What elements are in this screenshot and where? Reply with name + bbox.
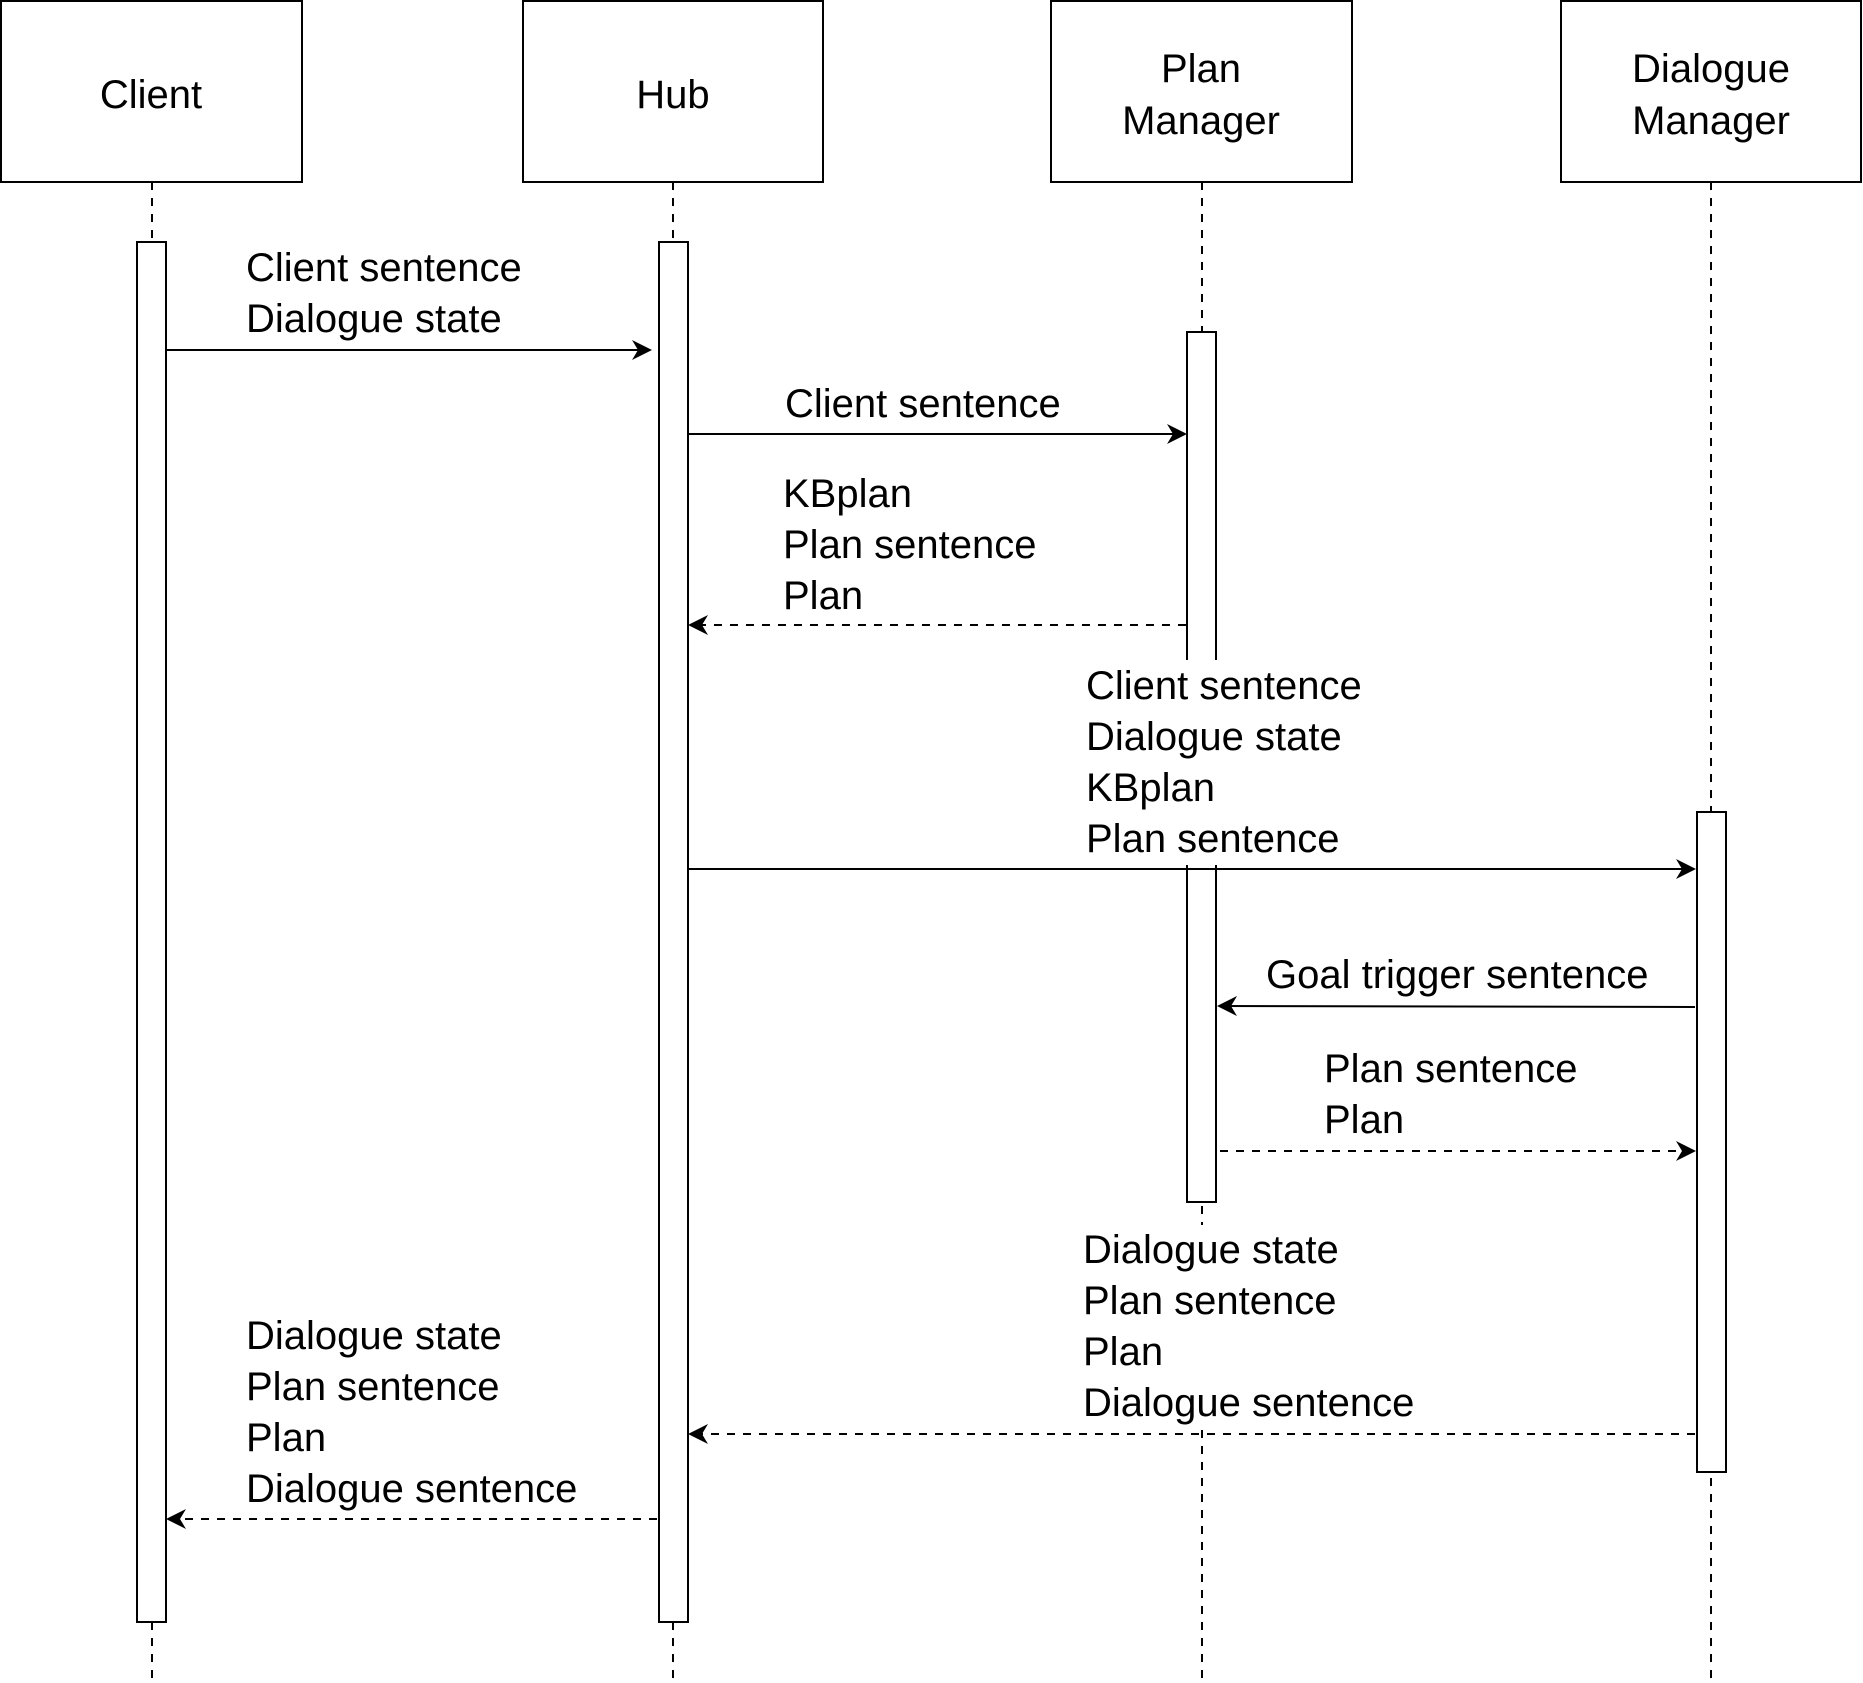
participant-plan-manager: Plan Manager bbox=[1050, 0, 1353, 183]
activations bbox=[136, 241, 1727, 1623]
message-label: Plan bbox=[1083, 1330, 1163, 1374]
participant-dialogue-manager-label-line2: Manager bbox=[1632, 99, 1790, 143]
activation-dialogue-manager bbox=[1696, 811, 1727, 1473]
message-label: Client sentence bbox=[785, 382, 1061, 426]
message-label: KBplan bbox=[1086, 766, 1215, 810]
message-label: Dialogue state bbox=[1083, 1228, 1339, 1272]
label-background bbox=[1080, 660, 1380, 865]
message-label: Dialogue state bbox=[246, 1314, 502, 1358]
message-label: Plan sentence bbox=[783, 523, 1037, 567]
message-label: Plan sentence bbox=[1086, 817, 1340, 861]
message-label: Plan bbox=[246, 1416, 326, 1460]
message-label: Goal trigger sentence bbox=[1266, 953, 1648, 997]
message-label: Plan bbox=[1324, 1098, 1404, 1142]
participant-dialogue-manager: Dialogue Manager bbox=[1560, 0, 1862, 183]
message-label: Dialogue sentence bbox=[1083, 1381, 1414, 1425]
message-label: Plan sentence bbox=[246, 1365, 500, 1409]
message-label: Dialogue sentence bbox=[246, 1467, 577, 1511]
message-label: Plan sentence bbox=[1083, 1279, 1337, 1323]
participant-client: Client bbox=[0, 0, 303, 183]
participant-plan-manager-label-line2: Manager bbox=[1122, 99, 1280, 143]
message-label: Plan bbox=[783, 574, 863, 618]
message-label: KBplan bbox=[783, 472, 912, 516]
participant-plan-manager-label-line1: Plan bbox=[1161, 47, 1241, 91]
activation-client bbox=[136, 241, 167, 1623]
participant-hub: Hub bbox=[522, 0, 824, 183]
message-label: Client sentence bbox=[246, 246, 522, 290]
participant-hub-label: Hub bbox=[636, 73, 709, 117]
label-background bbox=[1078, 1225, 1438, 1430]
message-client-to-hub: Client sentence Dialogue state bbox=[167, 246, 652, 360]
message-plan-manager-to-hub: KBplan Plan sentence Plan bbox=[688, 472, 1186, 635]
activation-hub bbox=[658, 241, 689, 1623]
participant-client-label: Client bbox=[100, 73, 202, 117]
message-label: Client sentence bbox=[1086, 664, 1362, 708]
arrow-dialogue-manager-to-plan-manager bbox=[1217, 996, 1696, 1017]
message-hub-to-dialogue-manager: Client sentence Dialogue state KBplan Pl… bbox=[689, 660, 1696, 879]
message-label: Plan sentence bbox=[1324, 1047, 1578, 1091]
message-dialogue-manager-to-hub: Dialogue state Plan sentence Plan Dialog… bbox=[688, 1225, 1695, 1444]
message-dialogue-manager-to-plan-manager: Goal trigger sentence bbox=[1217, 953, 1696, 1017]
message-hub-to-client: Dialogue state Plan sentence Plan Dialog… bbox=[166, 1314, 657, 1529]
participant-dialogue-manager-label-line1: Dialogue bbox=[1632, 47, 1790, 91]
message-label: Dialogue state bbox=[1086, 715, 1342, 759]
message-hub-to-plan-manager: Client sentence bbox=[689, 382, 1187, 444]
message-label: Dialogue state bbox=[246, 297, 502, 341]
message-plan-manager-to-dialogue-manager: Plan sentence Plan bbox=[1220, 1047, 1696, 1161]
